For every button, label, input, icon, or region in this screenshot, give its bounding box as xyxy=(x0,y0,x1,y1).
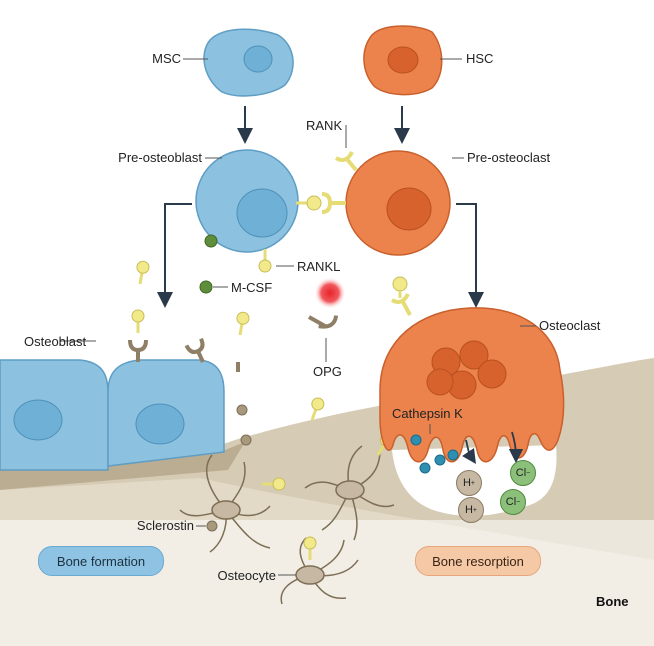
h-ion-1-symbol: H xyxy=(462,477,471,489)
h-ion-1-charge: + xyxy=(470,479,476,487)
rankl-on-pre-osteoblast xyxy=(296,195,322,211)
hsc-label: HSC xyxy=(466,51,494,66)
osteoclast-rank xyxy=(390,276,412,316)
osteoclast-label: Osteoclast xyxy=(539,318,601,333)
opg-label: OPG xyxy=(313,364,342,379)
pre-osteoblast-nucleus xyxy=(236,188,288,238)
rank-label: RANK xyxy=(306,118,343,133)
opg-molecule xyxy=(307,315,339,329)
rankl-label: RANKL xyxy=(297,259,341,274)
cl-ion-2-symbol: Cl xyxy=(505,496,517,508)
sclerostin-dot-3 xyxy=(206,520,218,532)
pre-osteoclast-nucleus xyxy=(386,187,432,231)
cl-ion-1-symbol: Cl xyxy=(515,467,527,479)
osteocyte-1 xyxy=(179,454,271,553)
msc-nucleus xyxy=(243,45,273,73)
osteoblast-label: Osteoblast xyxy=(24,334,87,349)
cathepsin-k-dots xyxy=(410,434,459,474)
mcsf-label: M-CSF xyxy=(231,280,273,295)
cl-release-arrow xyxy=(508,431,524,464)
cathepsin-k-label: Cathepsin K xyxy=(392,406,463,421)
sclerostin-dot-2 xyxy=(240,434,252,446)
cl-ion-2: Cl− xyxy=(500,489,526,515)
h-ion-2-charge: + xyxy=(472,506,478,514)
bone-corner-label: Bone xyxy=(596,594,629,609)
osteoclast-nuclei xyxy=(426,340,507,400)
hsc-nucleus xyxy=(387,46,419,74)
msc-label: MSC xyxy=(152,51,181,66)
osteoblast-rankl-2 xyxy=(232,309,252,338)
mcsf-on-cell xyxy=(204,234,218,248)
rank-receptor-left xyxy=(321,192,346,214)
h-ion-1: H+ xyxy=(456,470,482,496)
pre-osteoblast-to-osteoblast-arrow xyxy=(157,203,192,308)
pre-osteoblast-label: Pre-osteoblast xyxy=(118,150,202,165)
pre-osteoclast-label: Pre-osteoclast xyxy=(467,150,551,165)
rank-receptor-top xyxy=(334,151,358,172)
free-rankl-1 xyxy=(132,258,152,287)
h-release-arrow xyxy=(462,439,476,464)
cl-ion-2-charge: − xyxy=(516,498,521,506)
pre-osteoclast-to-osteoclast-arrow xyxy=(456,203,484,308)
rankl-bottom-pre-osteoblast xyxy=(257,247,273,274)
osteoblast-nucleus-right xyxy=(135,403,185,445)
osteoblast-opg-1 xyxy=(128,338,148,364)
bone-resorption-badge: Bone resorption xyxy=(415,546,541,576)
cl-ion-1-charge: − xyxy=(526,469,531,477)
bone-surface-dark xyxy=(0,442,245,490)
osteoblast-nucleus-left xyxy=(13,399,63,441)
bone-base-white xyxy=(0,520,654,646)
osteocyte-label: Osteocyte xyxy=(217,568,276,583)
sclerostin-label: Sclerostin xyxy=(136,518,194,533)
osteocyte-3 xyxy=(280,537,359,605)
cl-ion-1: Cl− xyxy=(510,460,536,486)
bone-formation-badge: Bone formation xyxy=(38,546,164,576)
sclerostin-dot-1 xyxy=(236,404,248,416)
h-ion-2-symbol: H xyxy=(464,504,473,516)
signal-glow xyxy=(314,277,346,309)
h-ion-2: H+ xyxy=(458,497,484,523)
free-mcsf xyxy=(199,280,213,294)
osteoblast-rankl-1 xyxy=(130,308,146,335)
